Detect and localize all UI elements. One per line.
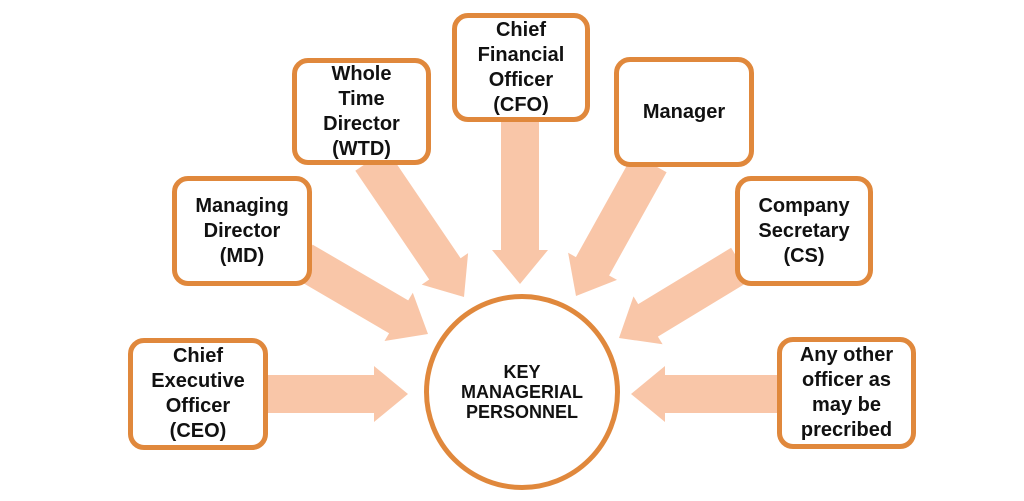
node-ceo: Chief Executive Officer (CEO)	[128, 338, 268, 450]
node-ceo-label: Chief Executive Officer (CEO)	[151, 345, 245, 442]
center-circle: KEY MANAGERIAL PERSONNEL	[424, 294, 620, 490]
node-cfo: Chief Financial Officer (CFO)	[452, 13, 590, 122]
node-cs-label: Company Secretary (CS)	[758, 194, 850, 267]
arrow-ceo	[262, 366, 408, 422]
arrow-cs	[619, 247, 751, 345]
arrow-manager	[568, 153, 667, 296]
arrow-other	[631, 366, 783, 422]
node-manager: Manager	[614, 57, 754, 167]
node-wtd: Whole Time Director (WTD)	[292, 58, 431, 165]
node-cfo-label: Chief Financial Officer (CFO)	[477, 18, 565, 116]
node-cs: Company Secretary (CS)	[735, 176, 873, 286]
node-md-label: Managing Director (MD)	[195, 194, 289, 267]
node-other-label: Any other officer as may be precribed	[799, 344, 894, 441]
arrow-wtd	[355, 149, 469, 297]
node-manager-label: Manager	[642, 100, 726, 123]
node-other: Any other officer as may be precribed	[777, 337, 916, 449]
node-md: Managing Director (MD)	[172, 176, 312, 286]
arrow-md	[293, 244, 428, 341]
arrow-cfo	[492, 118, 548, 284]
center-circle-label: KEY MANAGERIAL PERSONNEL	[461, 361, 583, 423]
node-wtd-label: Whole Time Director (WTD)	[323, 62, 400, 160]
